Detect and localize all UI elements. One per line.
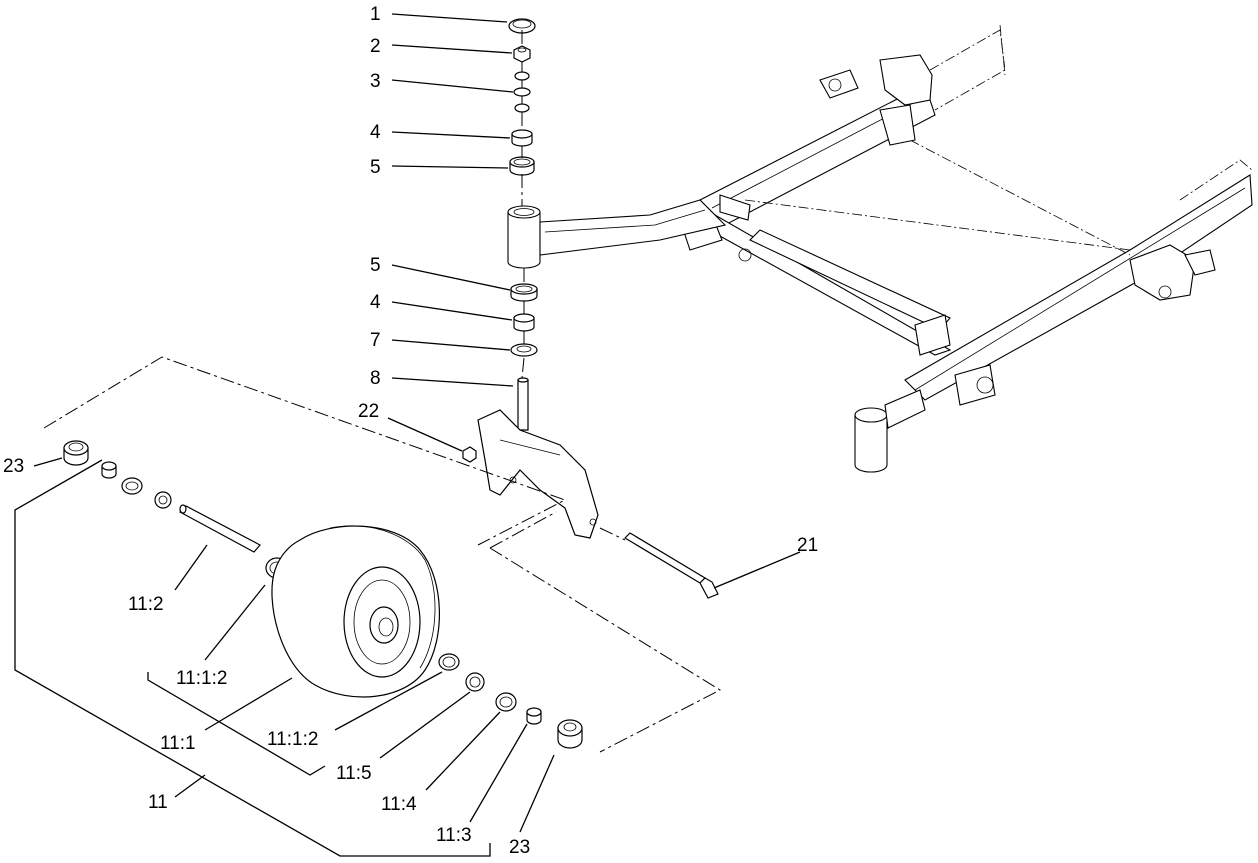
bearing-cone-upper (511, 129, 533, 147)
bearing-cup-upper (509, 156, 535, 176)
callout-23-left: 23 (3, 456, 24, 477)
callout-5-upper: 5 (370, 157, 381, 178)
leader-lines (14, 13, 801, 857)
callout-11-1: 11:1 (160, 733, 196, 754)
spacer-right (557, 719, 583, 749)
axle-bolt (599, 527, 719, 599)
caster-fork (477, 377, 599, 539)
bearing-cup-lower (510, 283, 538, 302)
dust-cap (508, 18, 536, 34)
callout-1: 1 (370, 4, 381, 25)
callout-8: 8 (370, 368, 381, 389)
wheel-tire (271, 525, 440, 698)
callout-4-lower: 4 (370, 292, 381, 313)
phantom-outline-right (489, 511, 722, 753)
seal (510, 343, 538, 357)
washers (513, 71, 531, 113)
callout-5-lower: 5 (370, 255, 381, 276)
callout-23-right: 23 (509, 837, 530, 858)
callout-11-5: 11:5 (336, 763, 372, 784)
bearing-cup-left (121, 477, 143, 495)
callout-7: 7 (370, 330, 381, 351)
bearing-cup-right (495, 692, 517, 712)
mower-frame (679, 24, 1253, 473)
callout-21: 21 (797, 535, 818, 556)
callout-3: 3 (370, 71, 381, 92)
bearing-cone-lower (513, 313, 535, 332)
callout-11-3: 11:3 (436, 825, 472, 846)
callout-11-1-2-left: 11:1:2 (176, 668, 227, 689)
callout-22: 22 (358, 401, 379, 422)
callout-11-4: 11:4 (381, 794, 417, 815)
bushing-right (526, 707, 542, 725)
wheel-axle-shaft (179, 504, 261, 553)
grease-fitting (462, 446, 477, 463)
callout-11-1-2-right: 11:1:2 (267, 729, 318, 750)
callouts: 1 2 3 4 5 5 4 7 8 22 21 23 23 11:2 11:1:… (3, 4, 818, 858)
bearing-cone-right (465, 672, 485, 692)
callout-4-upper: 4 (370, 122, 381, 143)
phantom-outline-left (43, 356, 567, 546)
caster-mount-tube (507, 199, 727, 269)
callout-11-2: 11:2 (128, 594, 164, 615)
callout-11: 11 (148, 792, 168, 813)
spacer-left (63, 440, 89, 466)
nut (513, 45, 531, 63)
bearing-cup-inner-right (438, 653, 460, 671)
bearing-cone-left (154, 491, 172, 509)
callout-2: 2 (370, 36, 381, 57)
bushing-left (101, 461, 117, 479)
